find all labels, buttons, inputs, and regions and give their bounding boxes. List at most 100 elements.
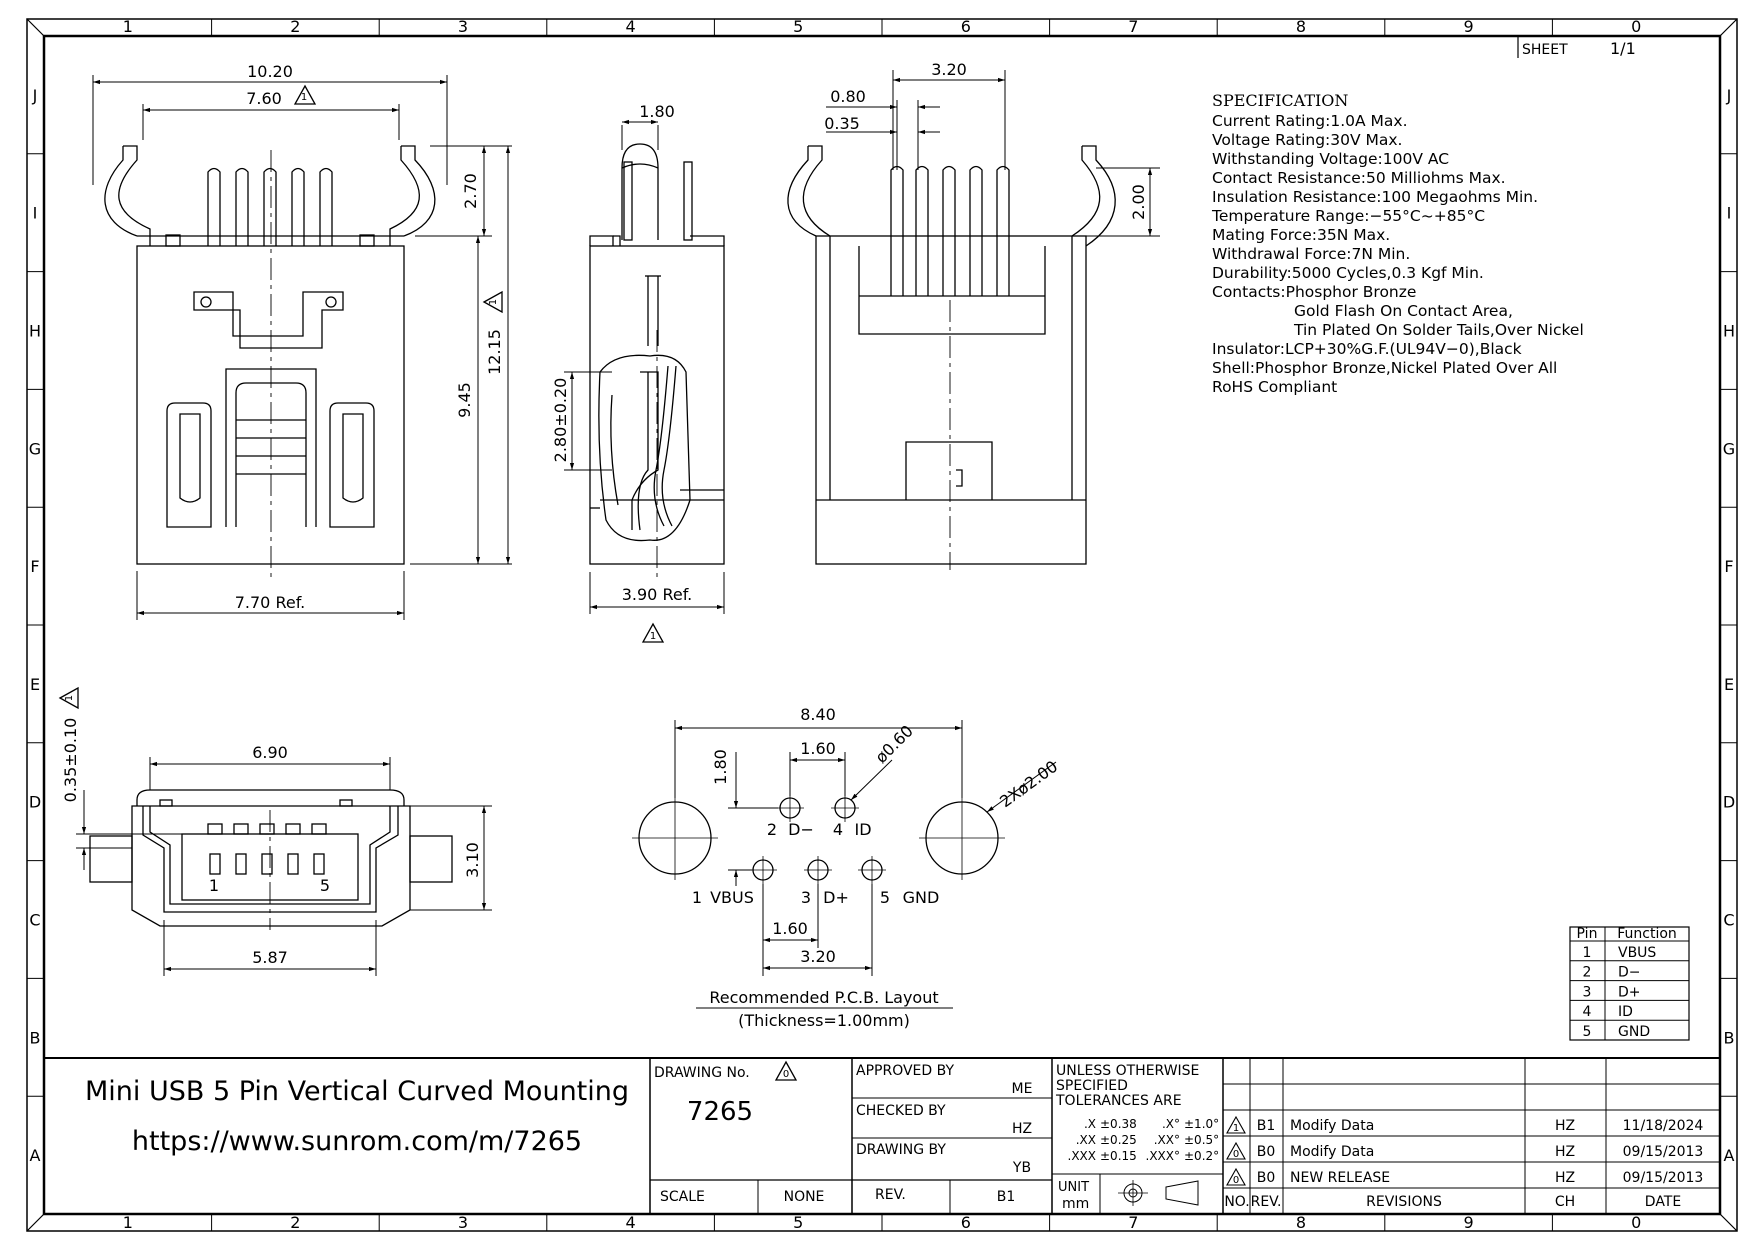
dim-tail-height: 2.70 [461,173,480,209]
tol-linear-value: ±0.38 [1100,1117,1137,1131]
sheet-label: SHEET [1522,42,1568,58]
tol-angle-label: .X° [1162,1117,1180,1131]
frame-col-label-bottom: 6 [961,1213,971,1232]
dim-inner-width: 7.60 [246,89,282,108]
drawing-url: https://www.sunrom.com/m/7265 [132,1126,582,1157]
pcb-dim-text: 8.40 1.60 1.80 ø0.60 2Xø2.00 1.60 3.20 2… [692,705,1061,1030]
spec-heading: SPECIFICATION [1212,91,1348,110]
tol-angle-label: .XX° [1154,1133,1180,1147]
dim-overall-width: 10.20 [247,62,293,81]
tol-angle-value: ±0.5° [1184,1133,1219,1147]
dim-side-opening: 2.80±0.20 [551,378,570,463]
rear-view [787,145,1116,570]
pcb-centerlines [632,794,1005,884]
dim-rear-pitch: 0.80 [830,87,866,106]
dim-bottom-offset: 0.35±0.10 [61,718,80,803]
scale-label: SCALE [660,1189,705,1205]
rev-label: REV. [875,1187,906,1203]
pcb-label-id: ID [854,820,871,839]
tolerances-line-3: TOLERANCES ARE [1055,1093,1182,1109]
bottom-view [89,789,453,930]
pcb-caption: Recommended P.C.B. Layout [709,988,938,1007]
pcb-label-2: 2 [767,820,777,839]
revision-desc: NEW RELEASE [1290,1170,1390,1186]
frame-row-label-right: I [1727,204,1732,223]
revision-no: 0 [1233,1149,1239,1160]
spec-line: Gold Flash On Contact Area, [1294,302,1513,320]
frame-col-label-bottom: 4 [626,1213,636,1232]
spec-text: Current Rating:1.0A Max.Voltage Rating:3… [1211,112,1584,396]
specification-block: SPECIFICATION [1212,91,1348,110]
tol-linear-label: .X [1084,1117,1096,1131]
frame-row-label-right: F [1724,557,1733,576]
unit-value: mm [1062,1196,1089,1212]
title-block [43,1057,1721,1215]
spec-line: Contacts:Phosphor Bronze [1212,283,1416,301]
tol-angle-label: .XXX° [1146,1149,1180,1163]
frame-row-label-right: H [1723,322,1735,341]
revision-rev: B0 [1257,1144,1276,1160]
frame-zone-ticks [27,19,1737,1231]
dim-pcb-peg-hole: 2Xø2.00 [996,757,1061,811]
tol-linear-label: .XXX [1068,1149,1096,1163]
pcb-label-gnd: GND [903,888,940,907]
approved-by-label: APPROVED BY [856,1063,954,1079]
frame-row-label-right: B [1724,1028,1735,1047]
tol-linear-value: ±0.15 [1100,1149,1137,1163]
dim-bottom-outer: 6.90 [252,743,288,762]
pin-table-pin: 1 [1583,945,1592,961]
pin-table-pin: 2 [1583,965,1592,981]
bottom-view-dim-text: 6.90 5.87 3.10 0.35±0.10 1 1 5 [59,687,482,967]
dim-rear-span: 3.20 [931,60,967,79]
pcb-label-4: 4 [833,820,843,839]
pin-table-pin: 4 [1583,1004,1592,1020]
tolerances-line-2: SPECIFIED [1056,1078,1128,1094]
approved-by-value: ME [1012,1081,1033,1097]
dim-pcb-span-bottom: 3.20 [800,947,836,966]
frame-col-label-bottom: 8 [1296,1213,1306,1232]
frame-row-label-left: B [30,1028,41,1047]
rev-mark-front-inner: 1 [301,92,307,103]
rev-mark-bottom-offset: 1 [64,695,75,701]
rev-mark-drawing-no: 0 [783,1069,789,1080]
dim-rear-pin: 0.35 [824,114,860,133]
frame-col-label-top: 9 [1464,17,1474,36]
frame-col-label-bottom: 2 [290,1213,300,1232]
frame-col-label-bottom: 1 [123,1213,133,1232]
dim-pcb-pitch-bottom: 1.60 [772,919,808,938]
title-block-text: Mini USB 5 Pin Vertical Curved Mounting … [85,1061,1704,1212]
pcb-thickness: (Thickness=1.00mm) [738,1011,910,1030]
drawing-no-label: DRAWING No. [654,1065,750,1081]
checked-by-label: CHECKED BY [856,1103,946,1119]
pcb-label-5: 5 [880,888,890,907]
dim-pcb-row-gap: 1.80 [711,749,730,785]
bottom-pin-first: 1 [209,876,219,895]
tol-angle-value: ±1.0° [1184,1117,1219,1131]
drawing-title: Mini USB 5 Pin Vertical Curved Mounting [85,1076,629,1107]
spec-line: Durability:5000 Cycles,0.3 Kgf Min. [1212,264,1484,282]
frame-col-label-top: 0 [1631,17,1641,36]
drawing-by-value: YB [1012,1160,1031,1176]
dim-body-height: 9.45 [455,382,474,418]
rear-view-dim-text: 3.20 0.80 0.35 2.00 [824,60,1148,220]
drawing-by-label: DRAWING BY [856,1142,946,1158]
revision-rev: B1 [1257,1118,1276,1134]
side-view-dimensions [564,119,725,614]
front-view-dimensions [92,75,512,620]
frame-col-label-bottom: 5 [793,1213,803,1232]
frame-row-label-left: F [30,557,39,576]
rev-mark-front-height: 1 [488,299,499,305]
frame-col-label-top: 3 [458,17,468,36]
frame-row-label-left: E [30,675,40,694]
spec-line: Shell:Phosphor Bronze,Nickel Plated Over… [1212,359,1557,377]
bottom-view-dimensions [76,757,492,976]
tol-angle-value: ±0.2° [1184,1149,1219,1163]
side-view [589,143,725,580]
pcb-dimensions [674,720,1057,1009]
revision-date: 09/15/2013 [1623,1170,1704,1186]
spec-line: Insulator:LCP+30%G.F.(UL94V−0),Black [1212,340,1522,358]
rev-mark-side-bottom: 1 [650,631,656,642]
spec-line: Withstanding Voltage:100V AC [1212,150,1449,168]
frame-row-label-right: D [1723,793,1735,812]
